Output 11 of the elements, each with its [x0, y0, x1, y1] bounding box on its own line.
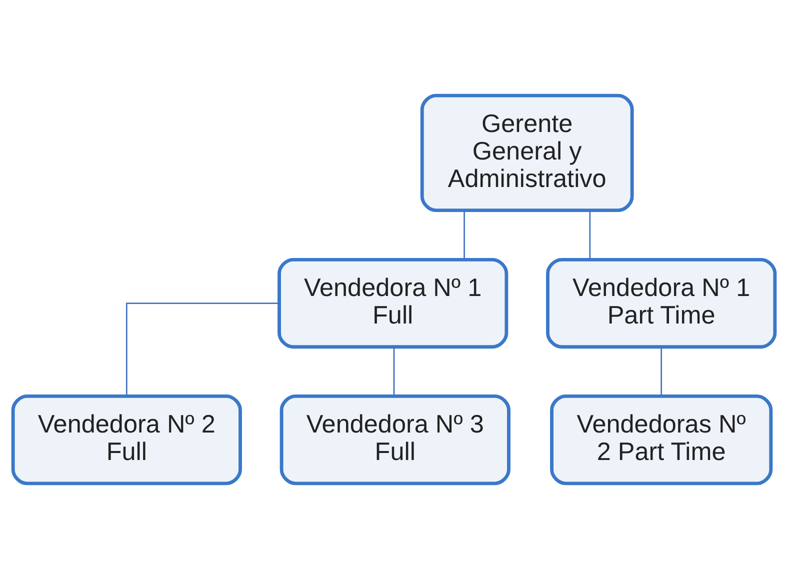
node-box: Vendedora Nº 2 Full [11, 394, 242, 486]
connector [126, 302, 280, 396]
node-box: Vendedoras Nº 2 Part Time [550, 394, 773, 486]
connector [393, 347, 395, 396]
connector [660, 347, 662, 396]
node-box: Gerente General y Administrativo [420, 94, 634, 212]
node-box: Vendedora Nº 1 Part Time [546, 258, 777, 349]
connector [464, 210, 465, 260]
connector [589, 210, 591, 260]
node-box: Vendedora Nº 3 Full [280, 394, 510, 486]
node-box: Vendedora Nº 1 Full [278, 258, 508, 349]
